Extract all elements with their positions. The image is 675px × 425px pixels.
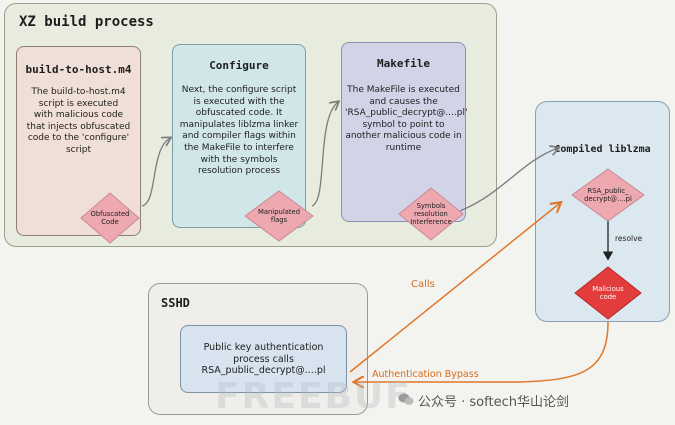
- account-watermark: 公众号 · softech华山论剑: [418, 395, 569, 410]
- symbols-resolution-label: Symbols resolution Interference: [410, 202, 452, 226]
- resolve-label: resolve: [615, 234, 643, 243]
- calls-label: Calls: [411, 279, 435, 290]
- makefile-box: Makefile The MakeFile is executed and ca…: [341, 42, 468, 222]
- rsa-decrypt-diamond: RSA_public_ decrypt@....pl: [571, 168, 645, 222]
- obfuscated-code-label: Obfuscated Code: [90, 210, 130, 226]
- authentication-bypass-label: Authentication Bypass: [372, 369, 479, 380]
- arrow-obfuscated-to-configure: [141, 138, 170, 207]
- build-to-host-text: The build-to-host.m4 script is executed …: [26, 87, 131, 155]
- malicious-code-diamond: Malicious code: [574, 266, 642, 320]
- public-key-auth-box: Public key authentication process calls …: [180, 325, 347, 393]
- wechat-icon: [398, 393, 414, 405]
- arrow-calls: [349, 203, 560, 373]
- build-to-host-title: build-to-host.m4: [25, 63, 132, 76]
- arrow-authentication-bypass: [355, 321, 609, 382]
- arrow-manipulated-to-makefile: [311, 102, 338, 207]
- makefile-title: Makefile: [377, 57, 430, 70]
- public-key-auth-text: Public key authentication process calls …: [201, 342, 326, 377]
- configure-title: Configure: [209, 59, 269, 72]
- configure-text: Next, the configure script is executed w…: [179, 85, 299, 177]
- sshd-panel-title: SSHD: [161, 296, 190, 310]
- arrow-symbols-to-liblzma: [459, 148, 558, 212]
- xz-panel-title: XZ build process: [19, 14, 154, 30]
- makefile-text: The MakeFile is executed and causes the …: [345, 85, 468, 153]
- liblzma-panel-title: Compiled liblzma: [554, 144, 651, 155]
- rsa-decrypt-label: RSA_public_ decrypt@....pl: [584, 187, 632, 203]
- obfuscated-code-diamond: Obfuscated Code: [80, 192, 140, 244]
- symbols-resolution-diamond: Symbols resolution Interference: [398, 187, 464, 241]
- manipulated-flags-diamond: Manipulated flags: [244, 190, 314, 242]
- freebuf-watermark: FREEBUF: [215, 376, 412, 417]
- manipulated-flags-label: Manipulated flags: [257, 208, 301, 224]
- malicious-code-label: Malicious code: [592, 285, 624, 301]
